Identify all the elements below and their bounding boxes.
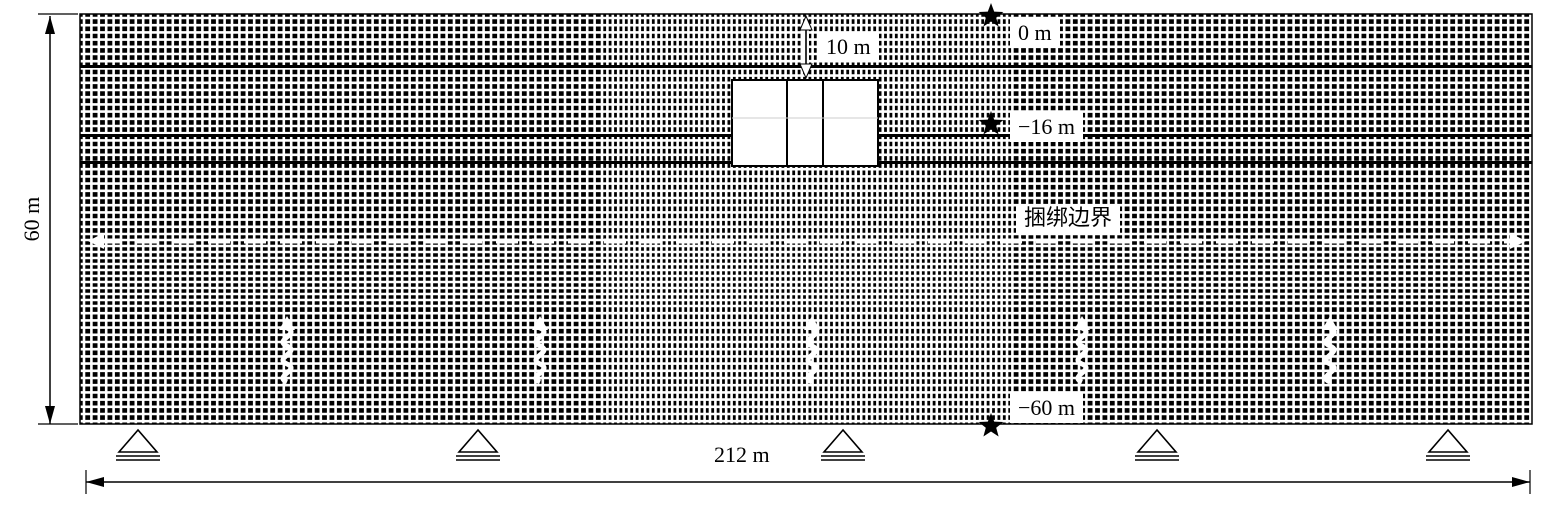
boundary-arrow-left [88,233,104,249]
cover-arrow-top [799,14,813,31]
seismic-wave-icon [1074,316,1090,385]
support-triangle [1136,428,1178,453]
wave-squiggle [805,325,819,385]
wave-arrowhead [804,316,820,330]
wave-arrowhead [1074,316,1090,330]
triangle-support-icon [1426,428,1470,461]
mesh-border [79,13,1533,425]
station-box [731,79,879,167]
depth-markers [978,3,1004,437]
triangle-support-icon [821,428,865,461]
support-triangle [1427,428,1469,453]
star-icon [978,3,1004,27]
seismic-wave-icon [279,316,295,385]
dimension-lines [38,13,1531,494]
support-triangle [117,428,159,453]
cover-arrow-bottom [799,63,813,80]
width-arrow-left [86,477,104,487]
wave-squiggle [533,325,547,385]
label-cover-thickness: 10 m [818,32,879,62]
star-icon [978,413,1004,437]
label-model-width: 212 m [714,442,770,467]
triangle-support-icon [1135,428,1179,461]
wave-squiggle [280,325,294,385]
support-triangle [457,428,499,453]
label-model-height: 60 m [19,196,44,242]
width-arrow-right [1512,477,1530,487]
triangle-support-icon [456,428,500,461]
base-supports [116,428,1470,461]
seismic-wave-icon [1322,316,1338,385]
wave-arrowhead [532,316,548,330]
seismic-wave-icon [804,316,820,385]
label-depth-top: 0 m [1010,18,1060,48]
wave-squiggle [1323,325,1337,385]
tied-boundary-line [88,233,1526,249]
height-arrow-bottom [45,406,55,424]
height-arrow-top [45,16,55,34]
label-boundary: 捆绑边界 [1016,204,1121,234]
triangle-support-icon [116,428,160,461]
wave-arrowhead [279,316,295,330]
station-structure [731,79,879,167]
support-triangle [822,428,864,453]
label-depth-model-bottom: −60 m [1010,393,1084,423]
star-icon [978,111,1004,135]
seismic-wave-icon [532,316,548,385]
label-depth-station-bottom: −16 m [1010,112,1084,142]
cover-dimension-arrow [799,14,813,80]
seismic-waves [279,316,1338,385]
wave-squiggle [1075,325,1089,385]
boundary-arrow-right [1510,233,1526,249]
wave-arrowhead [1322,316,1338,330]
